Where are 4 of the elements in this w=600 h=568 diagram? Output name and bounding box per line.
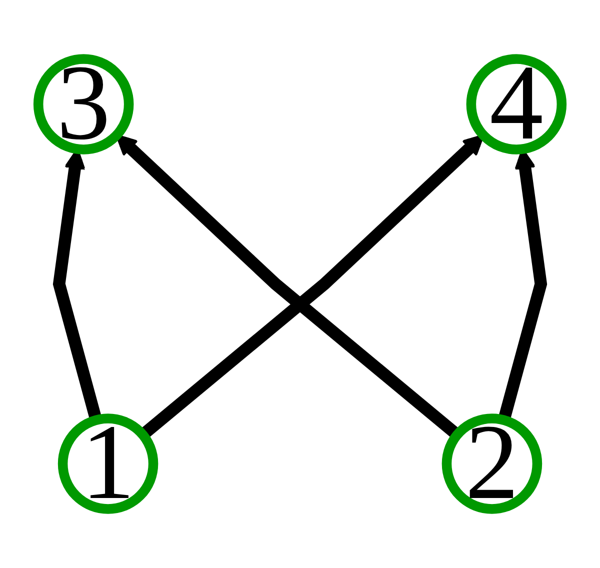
node-circle: 1: [58, 414, 158, 514]
node-circle: 4: [466, 54, 567, 154]
node-circle: 3: [33, 54, 134, 154]
node-circle: 2: [442, 414, 542, 514]
